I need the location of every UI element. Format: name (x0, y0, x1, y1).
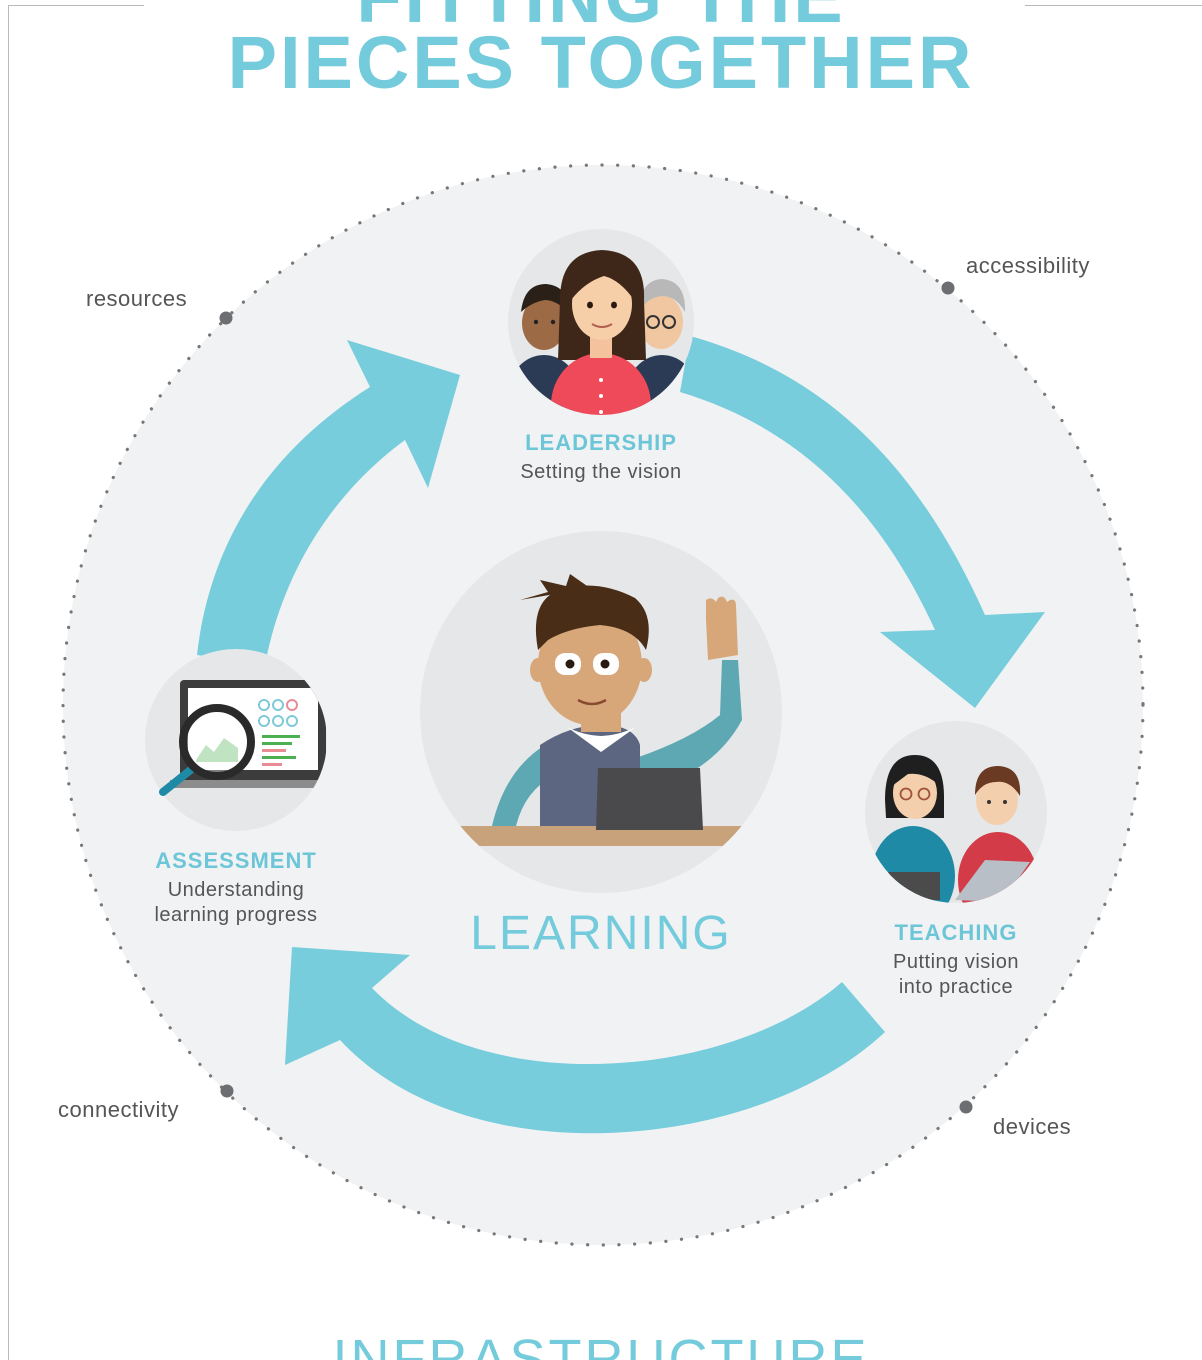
leadership-title: LEADERSHIP (525, 430, 677, 455)
resources-label: resources (86, 286, 188, 311)
accessibility-dot (941, 281, 955, 295)
arrow-teaching-to-assessment (285, 947, 885, 1134)
teaching-subtitle-line1: Putting vision (893, 951, 1019, 973)
learning-label: LEARNING (470, 907, 732, 960)
devices-dot (959, 1100, 973, 1114)
connectivity-dot (220, 1084, 234, 1098)
page-title-line1: FITTING THE (0, 0, 1202, 34)
infrastructure-label: INFRASTRUCTURE (0, 1332, 1202, 1360)
connectivity-label: connectivity (58, 1097, 179, 1122)
resources-dot (219, 311, 233, 325)
page-title-line2: PIECES TOGETHER (227, 21, 975, 104)
frame-top-left-line (8, 5, 144, 6)
teaching-label: TEACHING Putting vision into practice (806, 920, 1106, 1000)
assessment-illustration (145, 649, 327, 831)
leadership-subtitle: Setting the vision (520, 461, 682, 483)
assessment-label: ASSESSMENT Understanding learning progre… (86, 848, 386, 928)
frame-left-line (8, 5, 9, 1360)
frame-top-right-line (1025, 5, 1202, 6)
teaching-title: TEACHING (894, 920, 1018, 945)
assessment-subtitle-line2: learning progress (154, 904, 318, 926)
arrow-leadership-to-teaching (680, 336, 1045, 708)
assessment-title: ASSESSMENT (155, 848, 317, 873)
teaching-illustration (865, 721, 1047, 903)
arrow-assessment-to-leadership (197, 340, 460, 665)
assessment-subtitle-line1: Understanding (167, 879, 305, 901)
learning-illustration (420, 531, 782, 893)
teaching-subtitle-line2: into practice (898, 976, 1014, 998)
devices-label: devices (993, 1114, 1072, 1139)
accessibility-label: accessibility (966, 253, 1090, 278)
leadership-label: LEADERSHIP Setting the vision (451, 430, 751, 485)
